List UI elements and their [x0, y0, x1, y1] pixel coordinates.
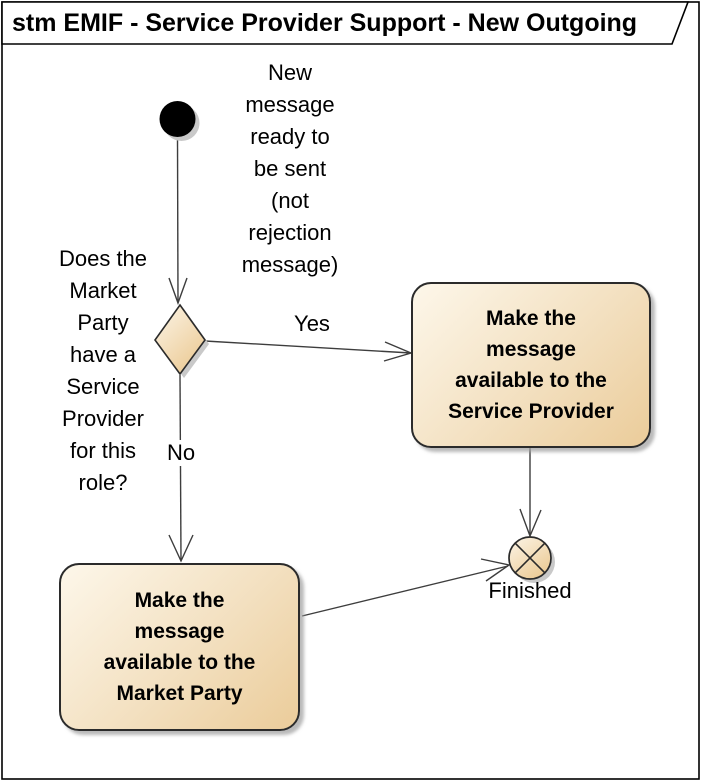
transition-market-party-to-finished — [301, 558, 511, 617]
decision-question-note: Does the Market Party have a Service Pro… — [58, 246, 148, 495]
action-make-message-available-service-provider: Make the message available to the Servic… — [411, 282, 651, 448]
action-make-message-available-market-party: Make the message available to the Market… — [59, 563, 300, 731]
guard-label-yes: Yes — [294, 311, 330, 336]
exit-point-label: Finished — [488, 578, 572, 603]
frame-header-pentagon — [1, 1, 690, 45]
guard-label-no: No — [160, 440, 202, 466]
diagram-title: stm EMIF - Service Provider Support - Ne… — [12, 8, 638, 37]
transition-initial-to-decision — [168, 136, 188, 306]
transition-yes-to-service-provider — [204, 340, 414, 362]
transition-no-to-market-party — [168, 374, 194, 563]
initial-node-icon — [159, 101, 200, 141]
transition-service-provider-to-finished — [519, 448, 542, 538]
trigger-note: New message ready to be sent (not reject… — [241, 60, 339, 277]
decision-diamond-icon — [154, 303, 209, 378]
exit-point-icon — [508, 536, 555, 583]
